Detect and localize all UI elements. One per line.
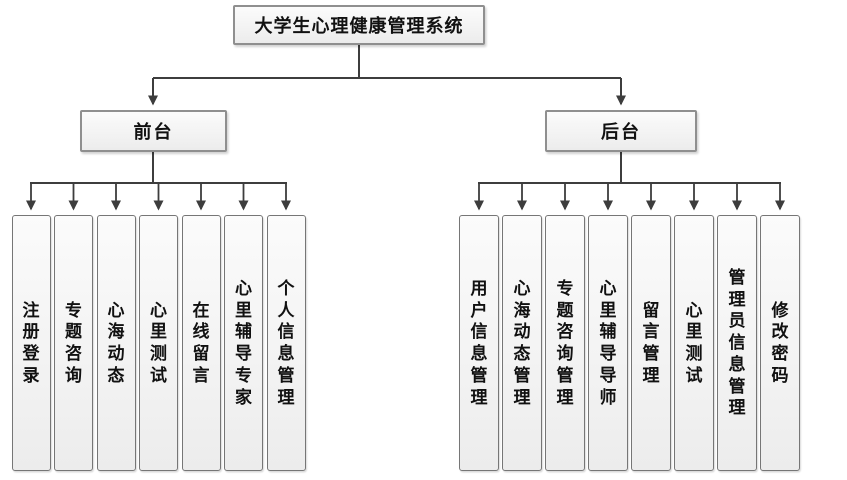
leaf-counsel-expert: 心里辅导专家 bbox=[224, 215, 263, 471]
node-branch-frontend: 前台 bbox=[80, 110, 227, 152]
node-root-title: 大学生心理健康管理系统 bbox=[233, 5, 485, 45]
leaf-change-password: 修改密码 bbox=[760, 215, 800, 471]
leaf-online-message: 在线留言 bbox=[181, 215, 221, 471]
leaf-counsel-tutor: 心里辅导导师 bbox=[588, 215, 628, 471]
node-branch-backend: 后台 bbox=[545, 110, 697, 152]
leaf-psych-test-admin: 心里测试 bbox=[674, 215, 714, 471]
leaf-xinhai-news: 心海动态 bbox=[96, 215, 136, 471]
leaf-psych-test: 心里测试 bbox=[139, 215, 178, 471]
leaf-topic-consult: 专题咨询 bbox=[54, 215, 93, 471]
leaf-admin-info-mgmt: 管理员信息管理 bbox=[717, 215, 757, 471]
leaf-xinhai-news-mgmt: 心海动态管理 bbox=[502, 215, 542, 471]
leaf-register-login: 注册登录 bbox=[11, 215, 51, 471]
leaf-user-info-mgmt: 用户信息管理 bbox=[459, 215, 499, 471]
leaf-message-mgmt: 留言管理 bbox=[631, 215, 671, 471]
leaf-topic-consult-mgmt: 专题咨询管理 bbox=[545, 215, 585, 471]
leaf-personal-info-mgmt: 个人信息管理 bbox=[266, 215, 306, 471]
